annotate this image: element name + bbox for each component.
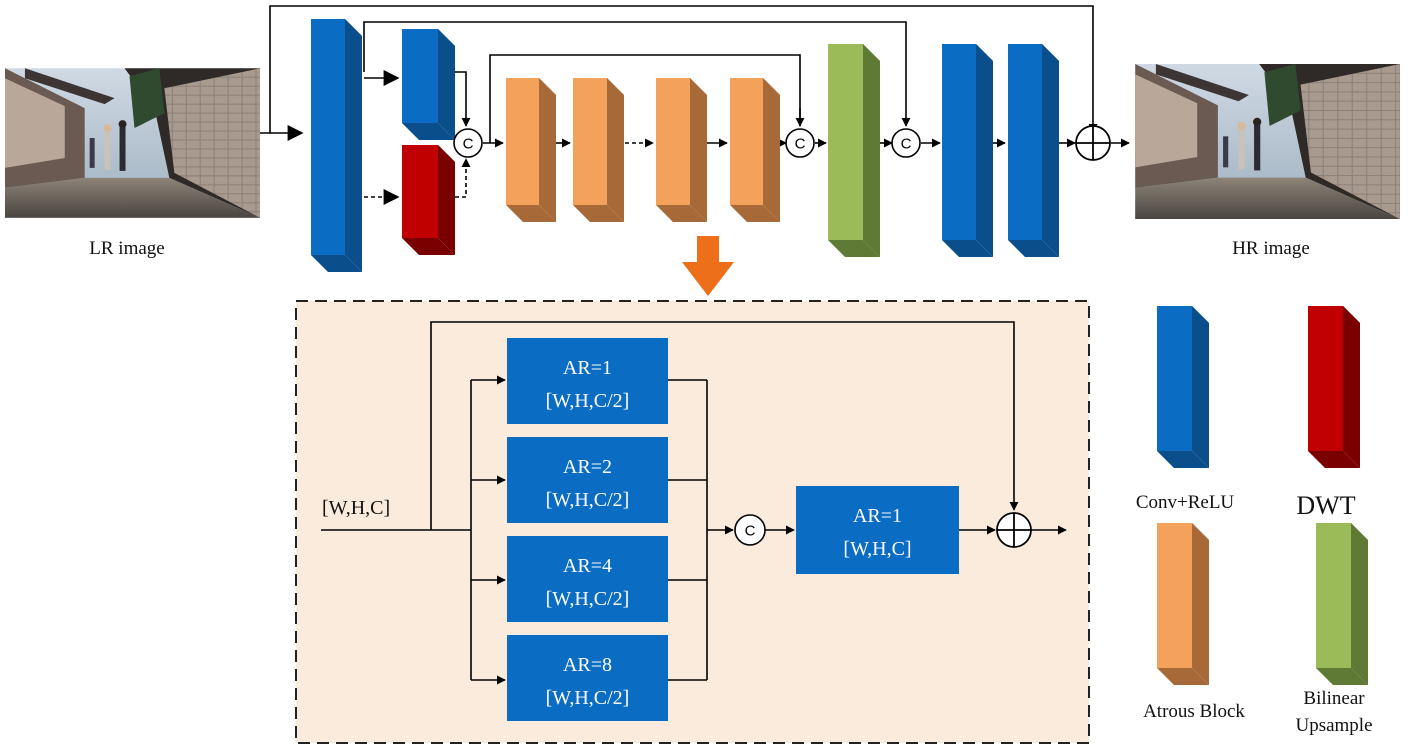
lr-image-label: LR image: [89, 238, 164, 259]
legend-dwt-label: DWT: [1296, 491, 1355, 520]
detail-sum-node: [996, 512, 1032, 548]
hr-image-label: HR image: [1232, 238, 1310, 259]
legend-atrous-label: Atrous Block: [1143, 701, 1245, 722]
svg-text:C: C: [463, 136, 474, 153]
branch-shape-label: [W,H,C/2]: [546, 588, 630, 610]
conv-block-1: [311, 19, 362, 272]
branch-box-ar8: AR=8 [W,H,C/2]: [507, 635, 668, 721]
svg-text:C: C: [901, 136, 912, 153]
atrous-block-2: [573, 78, 624, 222]
lr-image: [5, 68, 260, 218]
branch-shape-label: [W,H,C/2]: [546, 489, 630, 511]
svg-text:C: C: [745, 523, 756, 540]
sum-node: [1075, 125, 1111, 161]
detail-skip-wire: [430, 321, 1019, 530]
bilinear-upsample-block: [828, 44, 880, 257]
atrous-block-detail-panel: [295, 300, 1090, 744]
atrous-block-3: [656, 78, 707, 222]
branch-box-ar4: AR=4 [W,H,C/2]: [507, 536, 668, 622]
atrous-block-4: [730, 78, 780, 222]
branch-ar-label: AR=2: [563, 456, 612, 478]
concat-node-1: C: [453, 128, 483, 158]
legend-atrous-swatch: [1157, 523, 1209, 685]
atrous-skip-wire: [489, 54, 801, 143]
detail-input-label: [W,H,C]: [322, 497, 390, 519]
dwt-to-concat-arrow: [455, 158, 471, 198]
legend-dwt-swatch: [1308, 306, 1360, 468]
fuse-shape-label: [W,H,C]: [843, 538, 911, 560]
fuse-ar-label: AR=1: [853, 505, 902, 527]
conv-to-concat-arrow: [455, 71, 471, 127]
dwt-block: [402, 145, 455, 255]
svg-text:C: C: [795, 136, 806, 153]
conv-block-2: [402, 29, 455, 140]
legend-bilinear-label-line2: Upsample: [1295, 715, 1372, 736]
branch-ar-label: AR=4: [563, 555, 612, 577]
feature-skip-wire: [363, 21, 911, 127]
fuse-box: AR=1 [W,H,C]: [796, 486, 959, 574]
legend-conv-label: Conv+ReLU: [1136, 492, 1235, 513]
legend-bilinear-label-line1: Bilinear: [1303, 688, 1365, 709]
atrous-block-1: [506, 78, 556, 222]
legend-conv-swatch: [1157, 306, 1209, 468]
conv-block-3: [942, 44, 993, 257]
hr-image: [1135, 64, 1400, 219]
branch-ar-label: AR=8: [563, 654, 612, 676]
branch-shape-label: [W,H,C/2]: [546, 687, 630, 709]
branch-shape-label: [W,H,C/2]: [546, 390, 630, 412]
detail-concat-node: C: [734, 514, 766, 546]
legend-bilinear-swatch: [1316, 523, 1368, 685]
global-skip-wire: [260, 5, 1098, 134]
expand-arrow: [682, 236, 734, 296]
conv-block-4: [1008, 44, 1059, 257]
branch-box-ar1: AR=1 [W,H,C/2]: [507, 338, 668, 424]
branch-ar-label: AR=1: [563, 357, 612, 379]
concat-node-2: C: [785, 128, 815, 158]
concat-node-3: C: [891, 128, 921, 158]
branch-box-ar2: AR=2 [W,H,C/2]: [507, 437, 668, 523]
